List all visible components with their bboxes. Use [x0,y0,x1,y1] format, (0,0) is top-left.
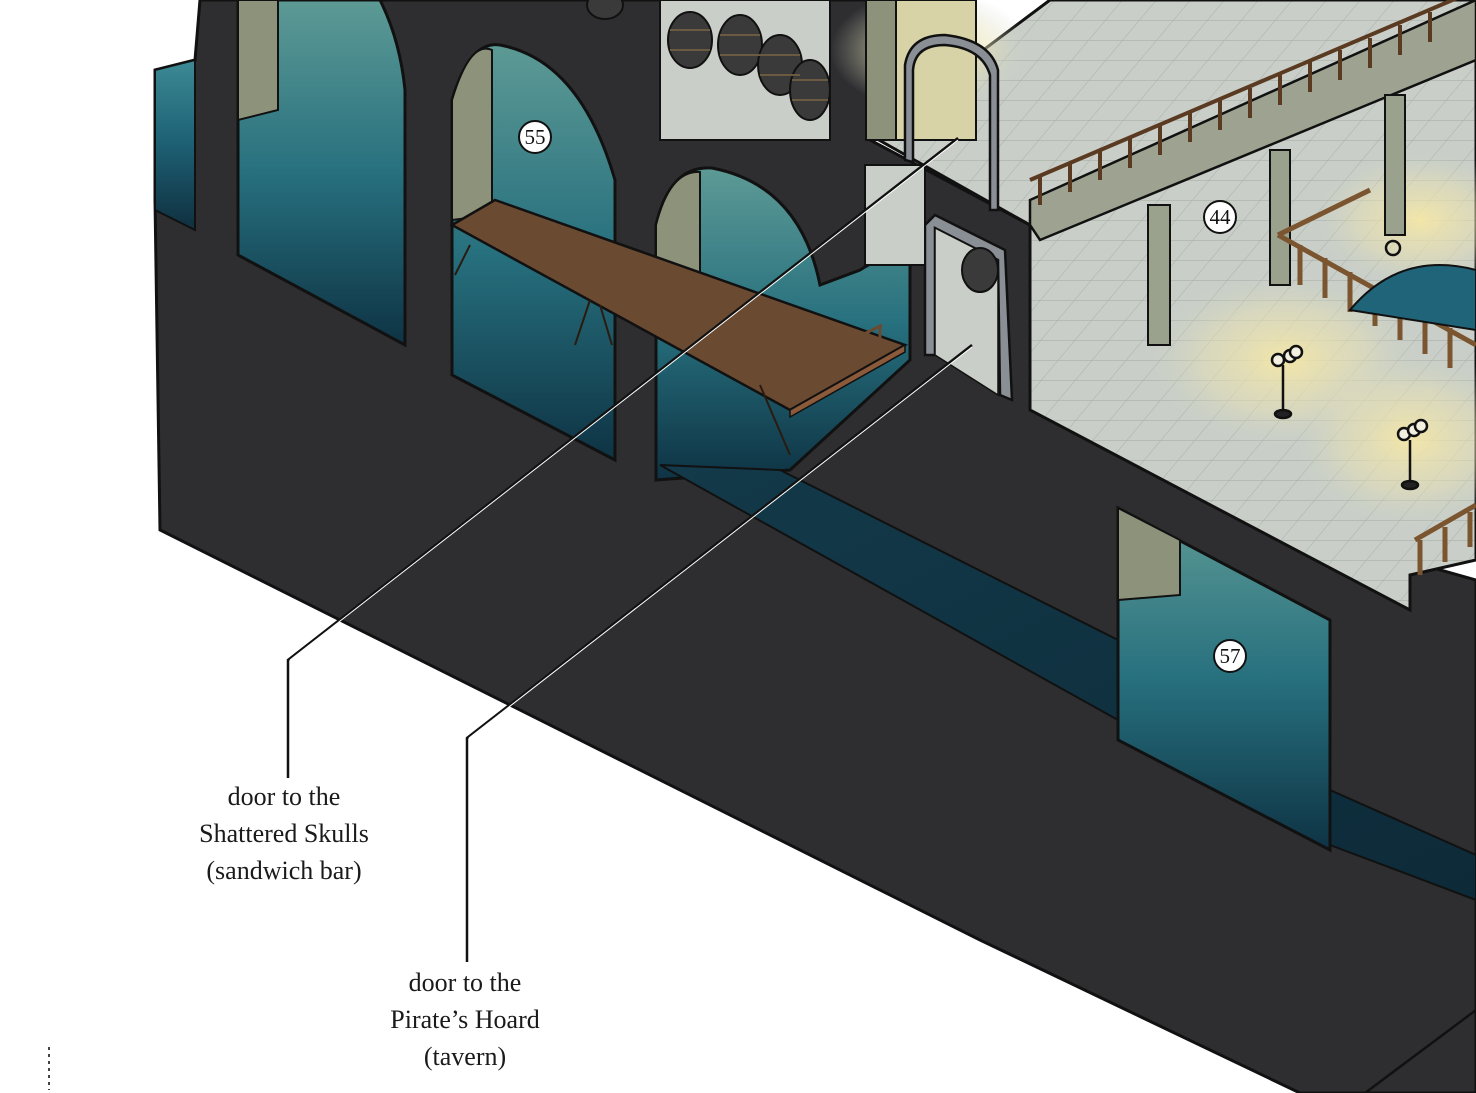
callout-leader-lines [286,137,1476,1093]
dock-railing [851,323,883,370]
room-marker-55: 55 [518,120,552,154]
lamp-post-icon [1270,344,1304,420]
left-water-face [154,58,196,232]
room-marker-44: 44 [1203,200,1237,234]
callout-shattered-skulls: door to the Shattered Skulls (sandwich b… [144,778,424,889]
pit-railing [1276,187,1476,575]
callout-line: door to the [408,968,522,997]
callout-line: (sandwich bar) [206,856,362,885]
room-marker-label: 44 [1210,205,1232,229]
door-shattered-skulls [903,33,1000,212]
barrel-icon [961,247,999,293]
wooden-dock [449,198,909,456]
callout-line: Pirate’s Hoard [390,1005,540,1034]
callout-pirates-hoard: door to the Pirate’s Hoard (tavern) [325,964,605,1075]
lamp-post-icon [1396,418,1429,491]
callout-line: Shattered Skulls [199,819,369,848]
room-marker-label: 57 [1220,644,1241,668]
barrel-bands [670,29,828,101]
stone-pillar [865,0,897,141]
alcove-57 [1116,505,1332,853]
callout-line: door to the [227,782,341,811]
arch-left [236,0,407,348]
support-pillars [1147,94,1406,346]
room-marker-57: 57 [1213,639,1247,673]
railing [1029,0,1458,205]
callout-line: (tavern) [423,1042,507,1071]
door-step [864,164,926,266]
tiled-floor-area [830,0,1476,613]
lamp-glow [1290,350,1476,530]
room-marker-label: 55 [525,125,546,149]
door-pirates-hoard [923,213,1014,402]
upper-walkway [1028,0,1476,242]
